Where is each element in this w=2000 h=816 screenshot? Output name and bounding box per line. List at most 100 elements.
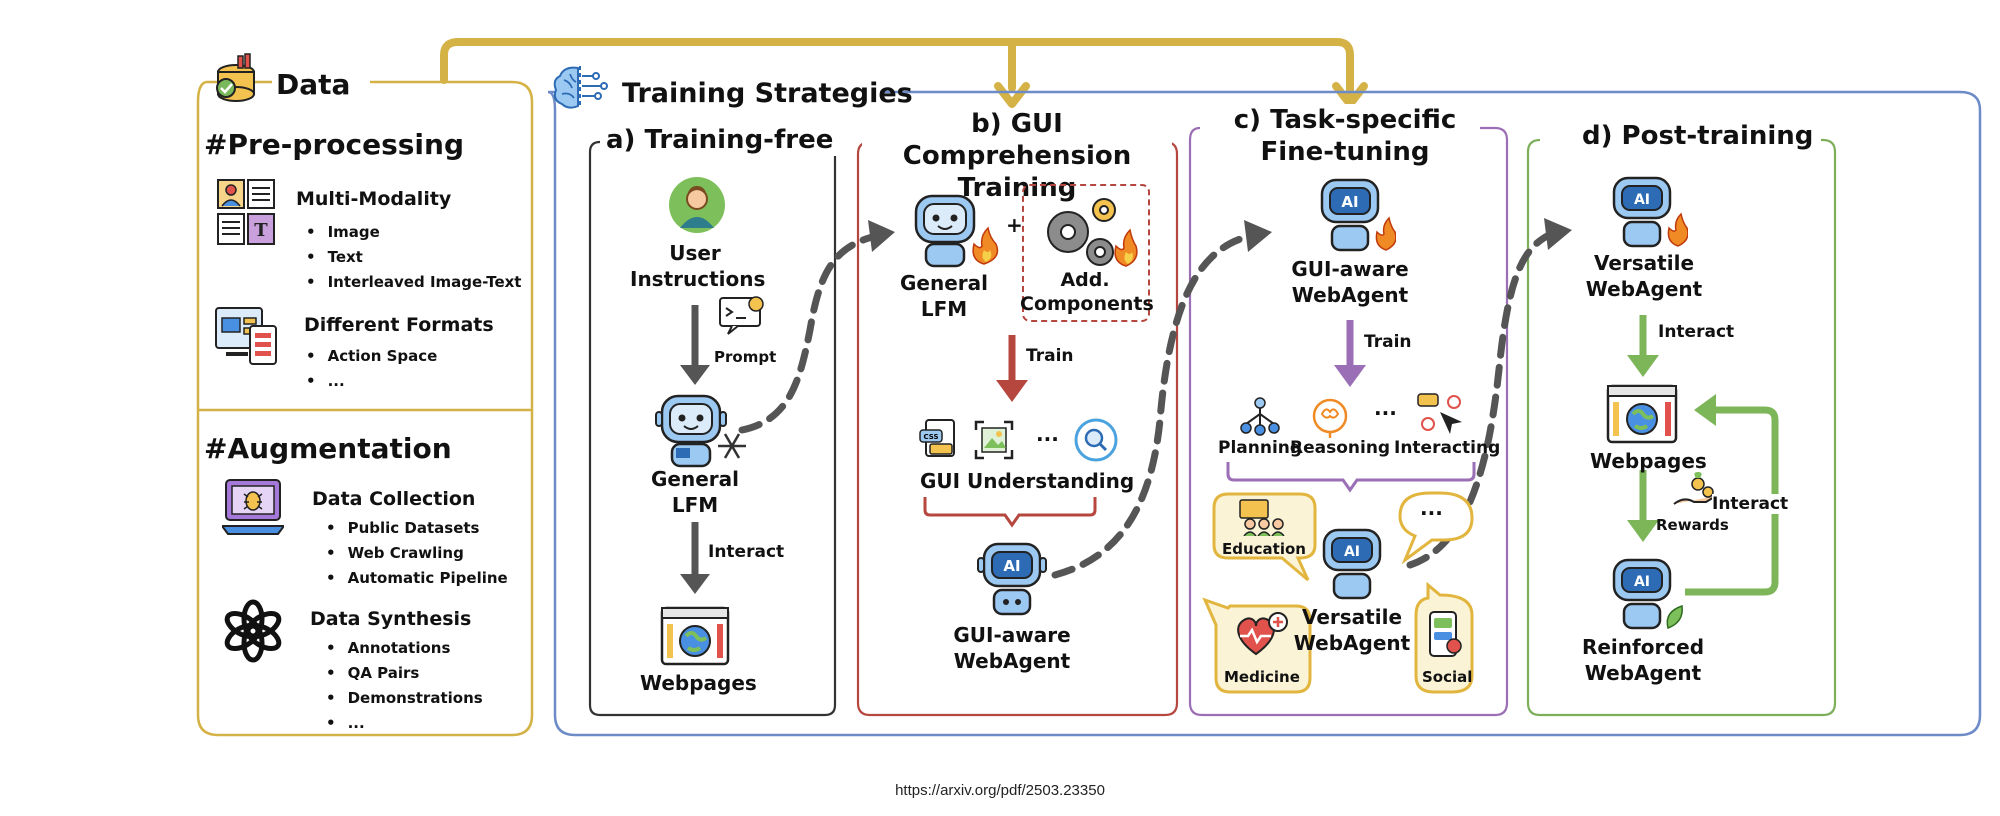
- robot-ai-reinforced-icon: AI: [1612, 558, 1683, 630]
- robot-ai-d-icon: AI: [1612, 176, 1688, 248]
- webpages-a-label: Webpages: [640, 671, 757, 695]
- brace-gui-understanding: [923, 497, 1097, 528]
- social-label: Social: [1422, 668, 1473, 686]
- versatile-agent-d-label: Versatile WebAgent: [1585, 251, 1703, 301]
- ellipsis-b: ···: [1036, 427, 1059, 451]
- source-url: https://arxiv.org/pdf/2503.23350: [895, 782, 1105, 799]
- box-d-title: d) Post-training: [1574, 120, 1822, 152]
- box-b-title: b) GUI Comprehension Training: [862, 108, 1172, 204]
- planning-tree-icon: [1240, 397, 1280, 436]
- planning-label: Planning: [1218, 438, 1303, 458]
- dashed-arrow-b-to-c: [1051, 231, 1259, 579]
- data-collection-title: Data Collection: [312, 488, 476, 510]
- social-phone-icon: [1429, 611, 1462, 657]
- reasoning-brain-icon: [1312, 398, 1348, 438]
- list-item: ...: [326, 711, 483, 736]
- list-item: Public Datasets: [326, 516, 508, 541]
- rewards-label: Rewards: [1656, 516, 1729, 534]
- openai-logo-icon: [224, 599, 282, 663]
- rewards-icon: [1673, 472, 1717, 505]
- interacting-cursor-icon: [1417, 393, 1462, 434]
- svg-text:AI: AI: [1344, 544, 1360, 560]
- robot-ai-versatile-c-icon: AI: [1322, 528, 1382, 600]
- ellipsis-c: ···: [1374, 401, 1397, 425]
- gui-aware-agent-b-label: GUI-aware WebAgent: [953, 623, 1071, 673]
- gold-flow-arrowhead-b: [994, 38, 1030, 108]
- data-collection-list: Public Datasets Web Crawling Automatic P…: [326, 516, 508, 591]
- webpages-d-label: Webpages: [1590, 449, 1707, 473]
- robot-frozen-icon: [655, 394, 746, 468]
- webpage-globe-d-icon: [1606, 384, 1678, 444]
- data-synthesis-list: Annotations QA Pairs Demonstrations ...: [326, 636, 483, 736]
- education-label: Education: [1222, 540, 1306, 558]
- add-components-box: [1022, 184, 1150, 322]
- gui-understanding-label: GUI Understanding: [920, 469, 1135, 493]
- list-item: Action Space: [306, 344, 438, 369]
- robot-trainable-icon: [914, 194, 999, 268]
- magnify-search-icon: [1074, 418, 1118, 462]
- code-file-icon: CSS: [919, 419, 955, 457]
- list-item: Text: [306, 245, 521, 270]
- general-lfm-b-label: General LFM: [900, 271, 988, 321]
- box-a-title: a) Training-free: [602, 124, 838, 156]
- gui-aware-agent-c-label: GUI-aware WebAgent: [1291, 257, 1409, 307]
- svg-text:AI: AI: [1634, 574, 1650, 590]
- list-item: Interleaved Image-Text: [306, 270, 522, 295]
- reinforced-agent-label: Reinforced WebAgent: [1581, 635, 1705, 685]
- medicine-label: Medicine: [1224, 668, 1300, 686]
- list-item: Demonstrations: [326, 686, 483, 711]
- image-frame-icon: [974, 420, 1014, 460]
- list-item: Automatic Pipeline: [326, 566, 508, 591]
- dashed-arrow-c-to-d: [1406, 228, 1559, 569]
- list-item: Annotations: [326, 636, 483, 661]
- train-c-label: Train: [1364, 332, 1412, 352]
- robot-ai-c-icon: AI: [1320, 178, 1396, 252]
- brace-capabilities: [1226, 462, 1476, 493]
- prompt-label: Prompt: [714, 348, 777, 366]
- gears-flame-icon: [1047, 198, 1138, 267]
- training-strategies-title: Training Strategies: [622, 78, 913, 109]
- interact-a-label: Interact: [708, 542, 785, 562]
- versatile-agent-c-label: Versatile WebAgent: [1293, 605, 1411, 655]
- preprocessing-heading: #Pre-processing: [204, 128, 464, 161]
- multi-modality-list: Image Text Interleaved Image-Text: [306, 220, 522, 295]
- svg-text:AI: AI: [1003, 557, 1020, 575]
- formats-title: Different Formats: [304, 314, 494, 336]
- augmentation-heading: #Augmentation: [204, 432, 452, 465]
- svg-text:CSS: CSS: [923, 433, 938, 441]
- svg-text:T: T: [254, 220, 268, 241]
- box-c-title: c) Task-specific Fine-tuning: [1210, 104, 1480, 168]
- dashed-arrow-a-to-b: [738, 231, 884, 434]
- database-gear-icon: [216, 53, 255, 102]
- multi-modality-icon: T: [217, 179, 275, 245]
- data-synthesis-title: Data Synthesis: [310, 608, 472, 630]
- formats-icon: [215, 307, 277, 365]
- formats-list: Action Space ...: [306, 344, 438, 394]
- prompt-icon: [719, 296, 764, 335]
- medicine-heart-icon: [1237, 612, 1288, 656]
- interact-d1-label: Interact: [1658, 322, 1735, 342]
- general-lfm-a-label: General LFM: [651, 467, 739, 517]
- plus-sign: +: [1006, 213, 1023, 237]
- list-item: Web Crawling: [326, 541, 508, 566]
- robot-ai-b-icon: AI: [977, 542, 1047, 616]
- data-panel-title: Data: [276, 68, 351, 101]
- box-c-frame: [1188, 126, 1509, 717]
- reasoning-label: Reasoning: [1290, 438, 1391, 458]
- webpage-globe-icon: [660, 606, 730, 666]
- add-components-label: Add. Components: [1020, 269, 1154, 315]
- list-item: Image: [306, 220, 521, 245]
- train-b-label: Train: [1026, 346, 1074, 366]
- education-icon: [1239, 499, 1285, 536]
- box-b-frame: [856, 140, 1179, 717]
- svg-text:AI: AI: [1634, 192, 1650, 208]
- brain-circuit-icon: [553, 66, 608, 109]
- interacting-label: Interacting: [1394, 438, 1501, 458]
- training-outer-frame: [547, 90, 1982, 737]
- list-item: QA Pairs: [326, 661, 483, 686]
- interact-d2-label: Interact: [1712, 494, 1789, 514]
- svg-text:AI: AI: [1341, 193, 1358, 211]
- list-item: ...: [306, 369, 437, 394]
- bubble-dots: [1398, 491, 1474, 565]
